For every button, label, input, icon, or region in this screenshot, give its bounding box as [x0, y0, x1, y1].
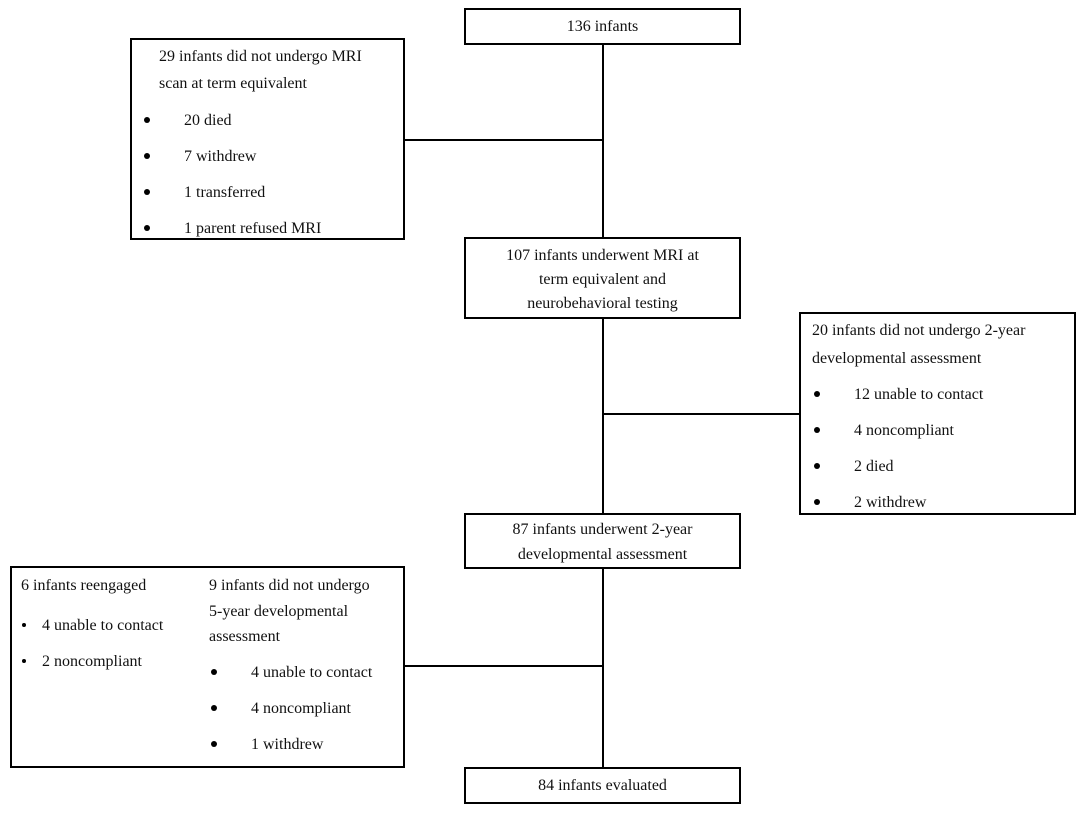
start-label: 136 infants [566, 18, 639, 35]
final-box: 84 infants evaluated [464, 767, 741, 804]
mri-line-1: 107 infants underwent MRI at [506, 247, 699, 264]
bullet-icon [211, 705, 217, 711]
mri-line-3: neurobehavioral testing [527, 295, 678, 312]
mri-box: 107 infants underwent MRI at term equiva… [464, 237, 741, 319]
bullet-icon [211, 669, 217, 675]
two-year-line-2: developmental assessment [517, 546, 688, 563]
bullet-icon [211, 741, 217, 747]
mri-exclusion-box: 29 infants did not undergo MRI scan at t… [130, 38, 405, 240]
bullet-icon [814, 391, 820, 397]
final-label: 84 infants evaluated [538, 777, 667, 794]
bullet-icon [144, 189, 150, 195]
excluded-5yr-heading-1: 9 infants did not undergo [209, 577, 370, 594]
mri-exclusion-heading-2: scan at term equivalent [159, 75, 307, 92]
two-year-exclusion-heading-2: developmental assessment [812, 350, 982, 367]
two-year-line-1: 87 infants underwent 2-year [512, 521, 693, 538]
mri-exclusion-heading-1: 29 infants did not undergo MRI [159, 48, 362, 65]
bullet-icon [144, 117, 150, 123]
two-year-box: 87 infants underwent 2-year developmenta… [464, 513, 741, 569]
excluded-5yr-heading-3: assessment [209, 628, 281, 645]
two-year-exclusion-box: 20 infants did not undergo 2-year develo… [799, 312, 1076, 515]
bullet-icon [144, 153, 150, 159]
bullet-icon [814, 427, 820, 433]
mri-line-2: term equivalent and [538, 271, 667, 288]
bullet-icon [814, 463, 820, 469]
start-box: 136 infants [464, 8, 741, 45]
bullet-icon [814, 499, 820, 505]
bullet-icon [22, 623, 26, 627]
two-year-exclusion-heading-1: 20 infants did not undergo 2-year [812, 322, 1026, 339]
five-year-exclusion-box: 6 infants reengaged 4 unable to contact … [10, 566, 405, 768]
bullet-icon [144, 225, 150, 231]
excluded-5yr-heading-2: 5-year developmental [209, 603, 349, 620]
bullet-icon [22, 659, 26, 663]
reengaged-heading: 6 infants reengaged [21, 577, 147, 594]
